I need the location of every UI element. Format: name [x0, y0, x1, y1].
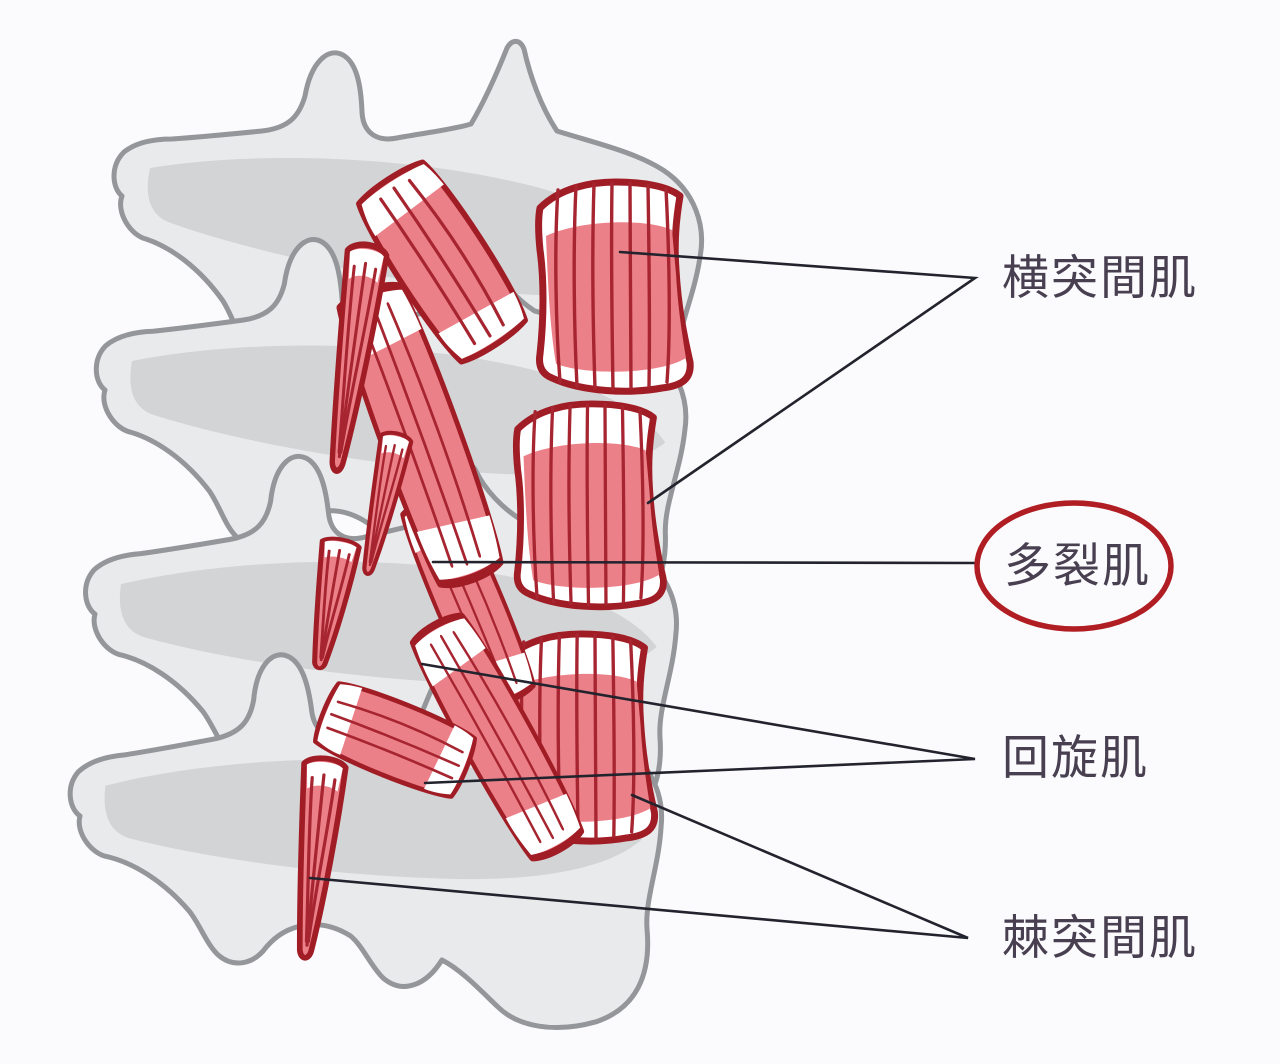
- label-interspinales: 棘突間肌: [1002, 911, 1198, 964]
- leader-line-rotatores: [420, 662, 976, 785]
- leader-line-multifidus: [431, 560, 979, 565]
- label-intertransversarii: 横突間肌: [1002, 251, 1198, 304]
- muscle-intertransversarius-2: [516, 404, 663, 607]
- leader-line-interspinales: [308, 793, 969, 940]
- leader-line-intertransversarii: [618, 250, 979, 505]
- label-rotatores: 回旋肌: [1002, 731, 1149, 784]
- multifidus-highlight-ellipse: [974, 500, 1174, 632]
- muscle-intertransversarius-1: [539, 182, 691, 391]
- label-multifidus: 多裂肌: [1004, 539, 1151, 592]
